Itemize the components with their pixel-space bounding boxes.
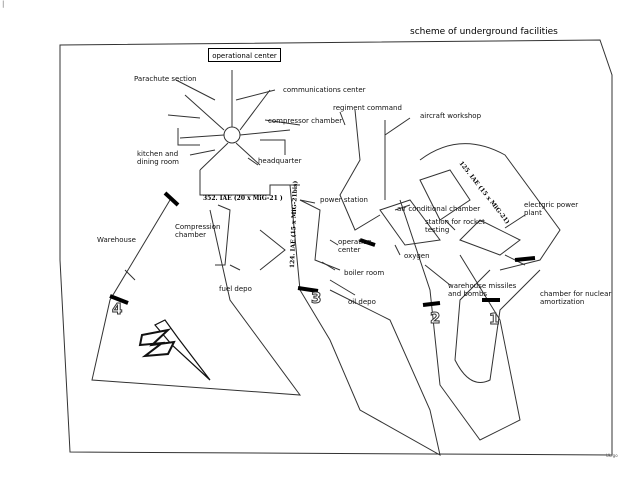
corridor-upper-right	[419, 143, 561, 271]
gate-3	[297, 286, 319, 293]
entrance-number-3: 3	[310, 289, 322, 308]
label-oxygen: oxygen	[404, 252, 430, 260]
label-aircraft-workshop: aircraft workshop	[420, 112, 482, 120]
label-parachute-section: Parachute section	[134, 75, 197, 83]
gate-2	[422, 301, 441, 307]
entrance-number-4: 4	[111, 300, 123, 319]
label-communications-center: communications center	[283, 86, 366, 94]
label-operational-center: operational center	[208, 48, 281, 62]
gate-352	[163, 191, 180, 207]
label-oil-depo: oil depo	[348, 298, 376, 306]
label-fuel-depo: fuel depo	[219, 285, 252, 293]
label-boiler-room: boiler room	[344, 269, 385, 277]
label-compression-chamber: Compression chamber	[175, 223, 221, 239]
label-station-rocket-testing: station for rocket testing	[425, 218, 485, 234]
label-air-conditional-chamber: air conditional chamber	[397, 205, 481, 213]
hall-block	[177, 128, 286, 155]
north-arrow-icon	[138, 319, 211, 381]
corridor-1	[454, 269, 541, 383]
label-power-station: power station	[320, 196, 368, 204]
label-compressor-chamber: compressor chamber	[268, 117, 343, 125]
page-title: scheme of underground facilities	[410, 27, 558, 37]
gate-center	[359, 238, 376, 247]
label-kitchen-dining: kitchen and dining room	[137, 150, 179, 166]
unit-label-352-iae: 352. IAE (20 x MiG-21 )	[203, 195, 283, 202]
label-headquarter: headquarter	[258, 157, 302, 165]
outer-boundary	[59, 39, 613, 456]
label-regiment-command: regiment command	[333, 104, 402, 112]
label-warehouse: Warehouse	[97, 236, 136, 244]
gate-right	[514, 256, 536, 262]
entrance-number-1: 1	[488, 310, 500, 329]
entrance-number-2: 2	[429, 309, 441, 328]
corridor-left	[91, 199, 302, 396]
label-operation-center: operation center	[338, 238, 372, 254]
image-credit: Ukfgo	[606, 453, 618, 458]
corridor-3	[289, 184, 441, 456]
label-warehouse-missiles: warehouse missiles and bombs	[448, 282, 517, 298]
label-chamber-nuclear: chamber for nuclear amortization	[540, 290, 612, 306]
gate-4	[109, 294, 129, 305]
compressor-hub	[223, 126, 241, 144]
top-tick-mark: |	[2, 0, 5, 8]
corridor-2	[399, 199, 521, 441]
label-electric-power-plant: electgric power plant	[524, 201, 579, 217]
